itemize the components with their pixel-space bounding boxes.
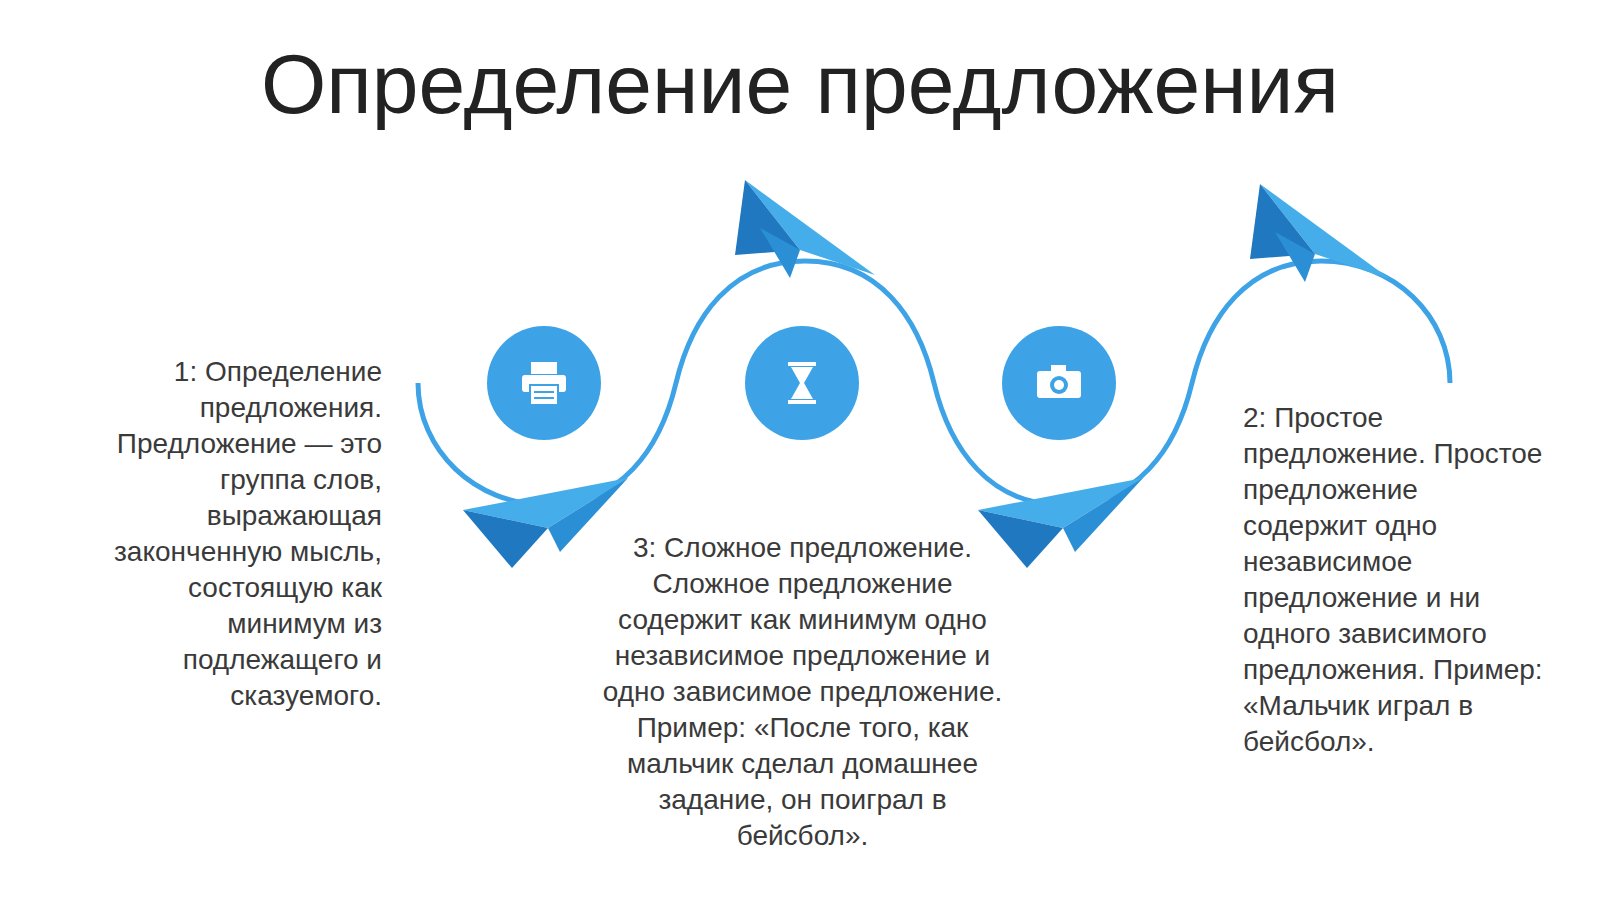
paper-plane (1250, 184, 1390, 282)
description-text: 1: Определение предложения. Предложение … (70, 354, 382, 714)
paper-plane (735, 180, 875, 278)
description-text: 2: Простое предложение. Простое предложе… (1243, 400, 1543, 760)
camera-icon (1002, 326, 1116, 440)
paper-plane (463, 478, 628, 568)
diagram-title: Определение предложения (0, 34, 1600, 134)
hourglass-icon (745, 326, 859, 440)
description-text: 3: Сложное предложение. Сложное предложе… (600, 530, 1005, 854)
printer-icon (487, 326, 601, 440)
paper-plane (978, 478, 1143, 568)
